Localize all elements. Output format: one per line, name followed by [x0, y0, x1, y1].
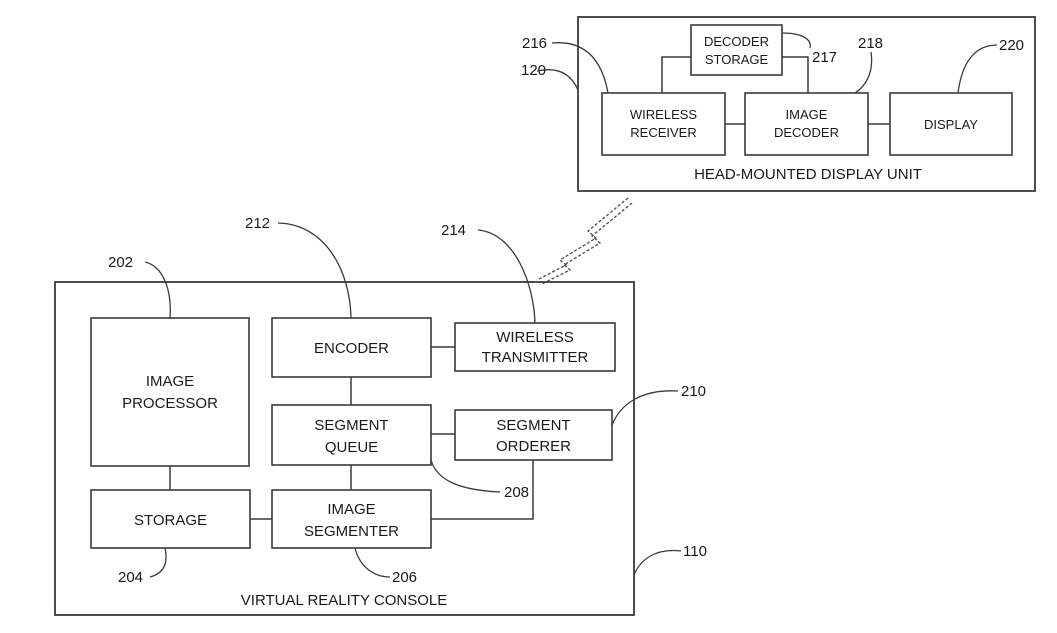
decoder-storage-block: DECODER STORAGE [690, 24, 783, 76]
leader-110 [633, 549, 682, 576]
leader-216 [551, 42, 609, 94]
image-processor-label-line2: PROCESSOR [122, 395, 218, 412]
vr-console: VIRTUAL REALITY CONSOLE IMAGE PROCESSOR … [54, 215, 707, 616]
leader-217 [781, 32, 811, 49]
ref-110: 110 [683, 543, 707, 560]
encoder-label: ENCODER [314, 340, 389, 357]
leader-206 [354, 547, 391, 578]
image-segmenter-label-line2: SEGMENTER [304, 523, 399, 540]
image-decoder-label-line1: IMAGE [786, 107, 828, 122]
display-label: DISPLAY [924, 117, 978, 132]
ref-206: 206 [392, 569, 417, 586]
leader-212 [277, 222, 352, 319]
wire-segmenter-orderer [431, 460, 534, 520]
ref-214: 214 [441, 222, 466, 239]
leader-202 [144, 261, 171, 319]
storage-block: STORAGE [90, 489, 251, 549]
wireless-transmitter-label-line2: TRANSMITTER [482, 349, 589, 366]
image-decoder-label-line2: DECODER [774, 125, 839, 140]
wire-decoder-storage-image-decoder [782, 56, 809, 93]
wireless-transmitter-label-line1: WIRELESS [496, 329, 574, 346]
wireless-receiver-block: WIRELESS RECEIVER [601, 92, 726, 156]
ref-202: 202 [108, 254, 133, 271]
segment-queue-block: SEGMENT QUEUE [271, 404, 432, 466]
hmd-unit: HEAD-MOUNTED DISPLAY UNIT DECODER STORAG… [521, 16, 1036, 192]
vr-console-frame [54, 281, 635, 616]
ref-220: 220 [999, 37, 1024, 54]
image-processor-block: IMAGE PROCESSOR [90, 317, 250, 467]
image-segmenter-label-line1: IMAGE [327, 501, 375, 518]
image-decoder-block: IMAGE DECODER [744, 92, 869, 156]
ref-120: 120 [521, 62, 546, 79]
hmd-unit-title: HEAD-MOUNTED DISPLAY UNIT [694, 166, 922, 183]
display-block: DISPLAY [889, 92, 1013, 156]
leader-214 [477, 229, 536, 324]
ref-212: 212 [245, 215, 270, 232]
wireless-link-symbol [536, 197, 633, 285]
ref-216: 216 [522, 35, 547, 52]
leader-210 [611, 390, 679, 426]
segment-queue-label-line1: SEGMENT [314, 417, 388, 434]
leader-220 [957, 44, 998, 94]
ref-210: 210 [681, 383, 706, 400]
image-segmenter-block: IMAGE SEGMENTER [271, 489, 432, 549]
wireless-receiver-label-line1: WIRELESS [630, 107, 698, 122]
image-processor-label-line1: IMAGE [146, 373, 194, 390]
segment-orderer-label-line2: ORDERER [496, 438, 571, 455]
wireless-transmitter-block: WIRELESS TRANSMITTER [454, 322, 616, 372]
leader-208 [430, 459, 501, 493]
segment-queue-label-line2: QUEUE [325, 439, 378, 456]
hmd-unit-frame [577, 16, 1036, 192]
decoder-storage-label-line2: STORAGE [705, 52, 769, 67]
leader-218 [854, 51, 873, 94]
ref-218: 218 [858, 35, 883, 52]
segment-orderer-block: SEGMENT ORDERER [454, 409, 613, 461]
ref-204: 204 [118, 569, 143, 586]
ref-217: 217 [812, 49, 837, 66]
leader-204 [149, 547, 167, 578]
storage-label: STORAGE [134, 512, 207, 529]
ref-208: 208 [504, 484, 529, 501]
wireless-receiver-label-line2: RECEIVER [630, 125, 696, 140]
wire-receiver-decoder-storage [661, 56, 691, 93]
decoder-storage-label-line1: DECODER [704, 34, 769, 49]
vr-console-title: VIRTUAL REALITY CONSOLE [241, 592, 447, 609]
segment-orderer-label-line1: SEGMENT [496, 417, 570, 434]
leader-120 [536, 69, 579, 91]
encoder-block: ENCODER [271, 317, 432, 378]
